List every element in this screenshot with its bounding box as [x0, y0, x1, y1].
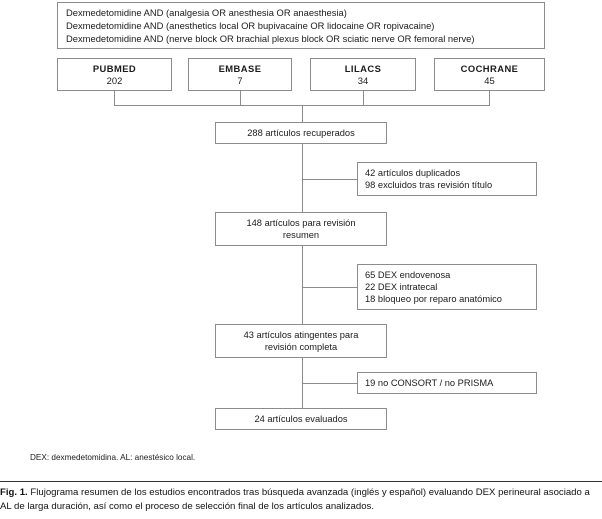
connector-branch-exclusion-3: [302, 383, 358, 384]
stage-box-abstract-review: 148 artículos para revisión resumen: [215, 212, 387, 246]
connector-stem-lilacs: [363, 91, 364, 106]
exclusion-2-line-1: 65 DEX endovenosa: [365, 269, 451, 280]
database-count-lilacs: 34: [357, 74, 369, 86]
stage-evaluated-line-1: 24 artículos evaluados: [254, 413, 348, 424]
search-query-line-1: Dexmedetomidine AND (analgesia OR anesth…: [66, 6, 347, 18]
figure-number: Fig. 1.: [0, 487, 28, 498]
stage-abstract-line-2: resumen: [282, 230, 320, 240]
database-box-lilacs: LILACS 34: [310, 58, 416, 91]
search-query-line-2: Dexmedetomidine AND (anesthetics local O…: [66, 19, 435, 31]
stage-abstract-line-1: 148 artículos para revisión: [246, 217, 356, 228]
stage-fulltext-line-1: 43 artículos atingentes para: [243, 329, 359, 340]
stage-retrieved-line-1: 288 artículos recuperados: [247, 127, 355, 138]
exclusion-box-duplicates-and-title: 42 artículos duplicados 98 excluidos tra…: [357, 162, 537, 196]
search-query-line-3: Dexmedetomidine AND (nerve block OR brac…: [66, 33, 475, 45]
exclusion-box-route-of-administration: 65 DEX endovenosa 22 DEX intratecal 18 b…: [357, 264, 537, 310]
database-count-cochrane: 45: [484, 74, 495, 86]
database-name-cochrane: COCHRANE: [460, 62, 519, 74]
database-count-embase: 7: [237, 74, 243, 86]
connector-stem-embase: [240, 91, 241, 106]
connector-spine-retrieved-to-abstract: [302, 144, 303, 213]
exclusion-1-line-1: 42 artículos duplicados: [365, 167, 461, 178]
connector-branch-exclusion-2: [302, 287, 358, 288]
database-box-cochrane: COCHRANE 45: [434, 58, 545, 91]
database-name-lilacs: LILACS: [344, 62, 382, 74]
figure-footnote: DEX: dexmedetomidina. AL: anestésico loc…: [30, 453, 196, 462]
connector-to-retrieved: [302, 105, 303, 123]
exclusion-box-reporting-standards: 19 no CONSORT / no PRISMA: [357, 372, 537, 394]
connector-spine-abstract-to-fulltext: [302, 246, 303, 325]
database-name-pubmed: PUBMED: [92, 62, 137, 74]
database-count-pubmed: 202: [106, 74, 123, 86]
stage-fulltext-line-2: revisión completa: [264, 342, 338, 352]
connector-branch-exclusion-1: [302, 179, 358, 180]
exclusion-2-line-2: 22 DEX intratecal: [365, 281, 438, 292]
figure-caption-text: Flujograma resumen de los estudios encon…: [0, 487, 590, 512]
exclusion-3-line-1: 19 no CONSORT / no PRISMA: [365, 377, 494, 388]
stage-box-retrieved: 288 artículos recuperados: [215, 122, 387, 144]
database-name-embase: EMBASE: [218, 62, 262, 74]
stage-box-evaluated: 24 artículos evaluados: [215, 408, 387, 430]
search-query-box: Dexmedetomidine AND (analgesia OR anesth…: [57, 2, 545, 49]
connector-stem-pubmed: [114, 91, 115, 106]
caption-divider: [0, 481, 602, 482]
connector-stem-cochrane: [489, 91, 490, 106]
database-box-pubmed: PUBMED 202: [57, 58, 172, 91]
exclusion-2-line-3: 18 bloqueo por reparo anatómico: [365, 294, 502, 305]
exclusion-1-line-2: 98 excluidos tras revisión título: [365, 180, 493, 190]
figure-caption: Fig. 1. Flujograma resumen de los estudi…: [0, 486, 598, 513]
stage-box-fulltext-review: 43 artículos atingentes para revisión co…: [215, 324, 387, 358]
database-box-embase: EMBASE 7: [188, 58, 292, 91]
